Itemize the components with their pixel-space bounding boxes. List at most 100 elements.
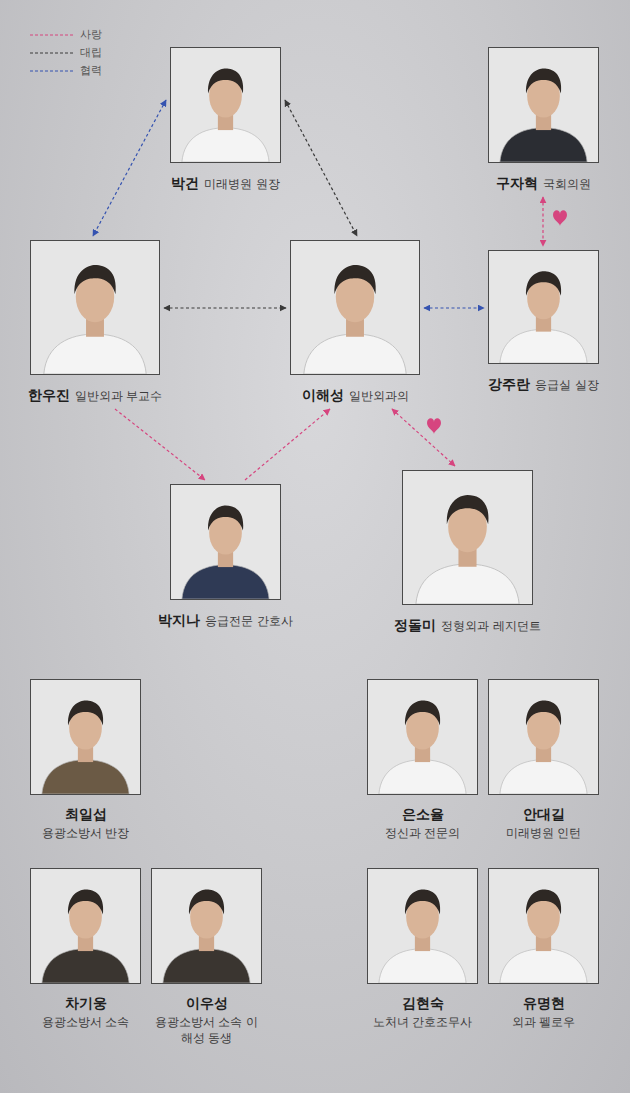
character-card: 정돌미정형외과 레지던트 — [402, 470, 533, 635]
character-role: 용광소방서 소속 이해성 동생 — [151, 1014, 263, 1046]
character-role: 용광소방서 반장 — [30, 825, 142, 841]
photo-frame — [488, 250, 599, 364]
caption: 이우성용광소방서 소속 이해성 동생 — [151, 994, 263, 1046]
photo-frame — [30, 240, 160, 375]
character-card: 김현숙노처녀 간호조무사 — [367, 868, 478, 1030]
caption: 안대길미래병원 인턴 — [488, 805, 600, 841]
character-card: 은소율정신과 전문의 — [367, 679, 478, 841]
character-card: 한우진 일반외과 부교수 — [30, 240, 160, 405]
character-role: 일반외과의 — [349, 389, 409, 403]
character-name: 차기웅 — [30, 994, 142, 1012]
relation-connector — [285, 100, 357, 236]
photo-frame — [151, 868, 262, 984]
character-role: 용광소방서 소속 — [30, 1014, 142, 1030]
photo-frame — [488, 679, 599, 795]
heart-symbol — [553, 210, 567, 226]
character-name: 김현숙 — [367, 994, 479, 1012]
character-card: 박건 미래병원 원장 — [170, 47, 281, 193]
portrait-illustration — [31, 241, 159, 374]
portrait-illustration — [489, 869, 598, 983]
relation-connector — [164, 307, 286, 308]
photo-frame — [290, 240, 420, 375]
caption: 은소율정신과 전문의 — [367, 805, 479, 841]
portrait-illustration — [171, 48, 280, 162]
character-role: 응급전문 간호사 — [205, 614, 293, 628]
character-name: 정돌미 — [394, 617, 436, 633]
caption: 유명현외과 펠로우 — [488, 994, 600, 1030]
caption: 한우진 일반외과 부교수 — [28, 386, 163, 405]
character-role: 정신과 전문의 — [367, 825, 479, 841]
legend-line-sample — [30, 35, 75, 36]
character-name: 유명현 — [488, 994, 600, 1012]
photo-frame — [402, 470, 533, 605]
legend-line-sample — [30, 53, 75, 54]
character-card: 유명현외과 펠로우 — [488, 868, 599, 1030]
relation-connector — [115, 409, 205, 480]
photo-frame — [30, 679, 141, 795]
character-name: 이해성 — [302, 387, 344, 403]
photo-frame — [170, 47, 281, 163]
legend-text: 사랑 — [80, 28, 102, 42]
photo-frame — [367, 868, 478, 984]
character-name: 이우성 — [151, 994, 263, 1012]
portrait-illustration — [171, 485, 280, 599]
character-name: 안대길 — [488, 805, 600, 823]
caption: 구자혁 국회의원 — [496, 174, 591, 193]
character-role: 정형외과 레지던트 — [441, 619, 541, 633]
relation-connector — [542, 197, 543, 246]
character-card: 최일섭용광소방서 반장 — [30, 679, 141, 841]
portrait-illustration — [489, 251, 598, 363]
character-card: 강주란 응급실 실장 — [488, 250, 599, 394]
character-card: 이해성 일반외과의 — [290, 240, 420, 405]
portrait-illustration — [403, 471, 532, 604]
relation-connector — [392, 409, 455, 466]
photo-frame — [30, 868, 141, 984]
photo-frame — [488, 47, 599, 163]
character-name: 박건 — [171, 175, 199, 191]
photo-frame — [170, 484, 281, 600]
caption: 이해성 일반외과의 — [302, 386, 409, 405]
caption: 최일섭용광소방서 반장 — [30, 805, 142, 841]
character-role: 외과 펠로우 — [488, 1014, 600, 1030]
character-name: 한우진 — [28, 387, 70, 403]
caption: 박지나 응급전문 간호사 — [158, 611, 293, 630]
legend-line-sample — [30, 71, 75, 72]
photo-frame — [367, 679, 478, 795]
portrait-illustration — [152, 869, 261, 983]
relation-connector — [93, 100, 166, 236]
legend-text: 협력 — [80, 64, 102, 78]
caption: 정돌미 정형외과 레지던트 — [394, 616, 541, 635]
caption: 김현숙노처녀 간호조무사 — [367, 994, 479, 1030]
character-card: 구자혁 국회의원 — [488, 47, 599, 193]
character-role: 노처녀 간호조무사 — [367, 1014, 479, 1030]
character-name: 박지나 — [158, 612, 200, 628]
portrait-illustration — [489, 680, 598, 794]
photo-frame — [488, 868, 599, 984]
character-card: 박지나응급전문 간호사 — [170, 484, 281, 630]
heart-symbol — [427, 418, 441, 434]
character-role: 응급실 실장 — [535, 378, 599, 392]
caption: 차기웅용광소방서 소속 — [30, 994, 142, 1030]
portrait-illustration — [368, 869, 477, 983]
character-name: 최일섭 — [30, 805, 142, 823]
legend-text: 대립 — [80, 46, 102, 60]
portrait-illustration — [368, 680, 477, 794]
character-name: 강주란 — [488, 376, 530, 392]
character-role: 미래병원 원장 — [204, 177, 280, 191]
character-role: 일반외과 부교수 — [75, 389, 163, 403]
relation-connector — [424, 307, 484, 308]
character-card: 안대길미래병원 인턴 — [488, 679, 599, 841]
portrait-illustration — [31, 869, 140, 983]
portrait-illustration — [489, 48, 598, 162]
character-card: 차기웅용광소방서 소속 — [30, 868, 141, 1030]
character-name: 은소율 — [367, 805, 479, 823]
character-name: 구자혁 — [496, 175, 538, 191]
portrait-illustration — [31, 680, 140, 794]
caption: 박건 미래병원 원장 — [171, 174, 280, 193]
relation-connector — [245, 409, 330, 480]
character-role: 미래병원 인턴 — [488, 825, 600, 841]
character-card: 이우성용광소방서 소속 이해성 동생 — [151, 868, 262, 1046]
character-role: 국회의원 — [543, 177, 591, 191]
caption: 강주란 응급실 실장 — [488, 375, 599, 394]
portrait-illustration — [291, 241, 419, 374]
